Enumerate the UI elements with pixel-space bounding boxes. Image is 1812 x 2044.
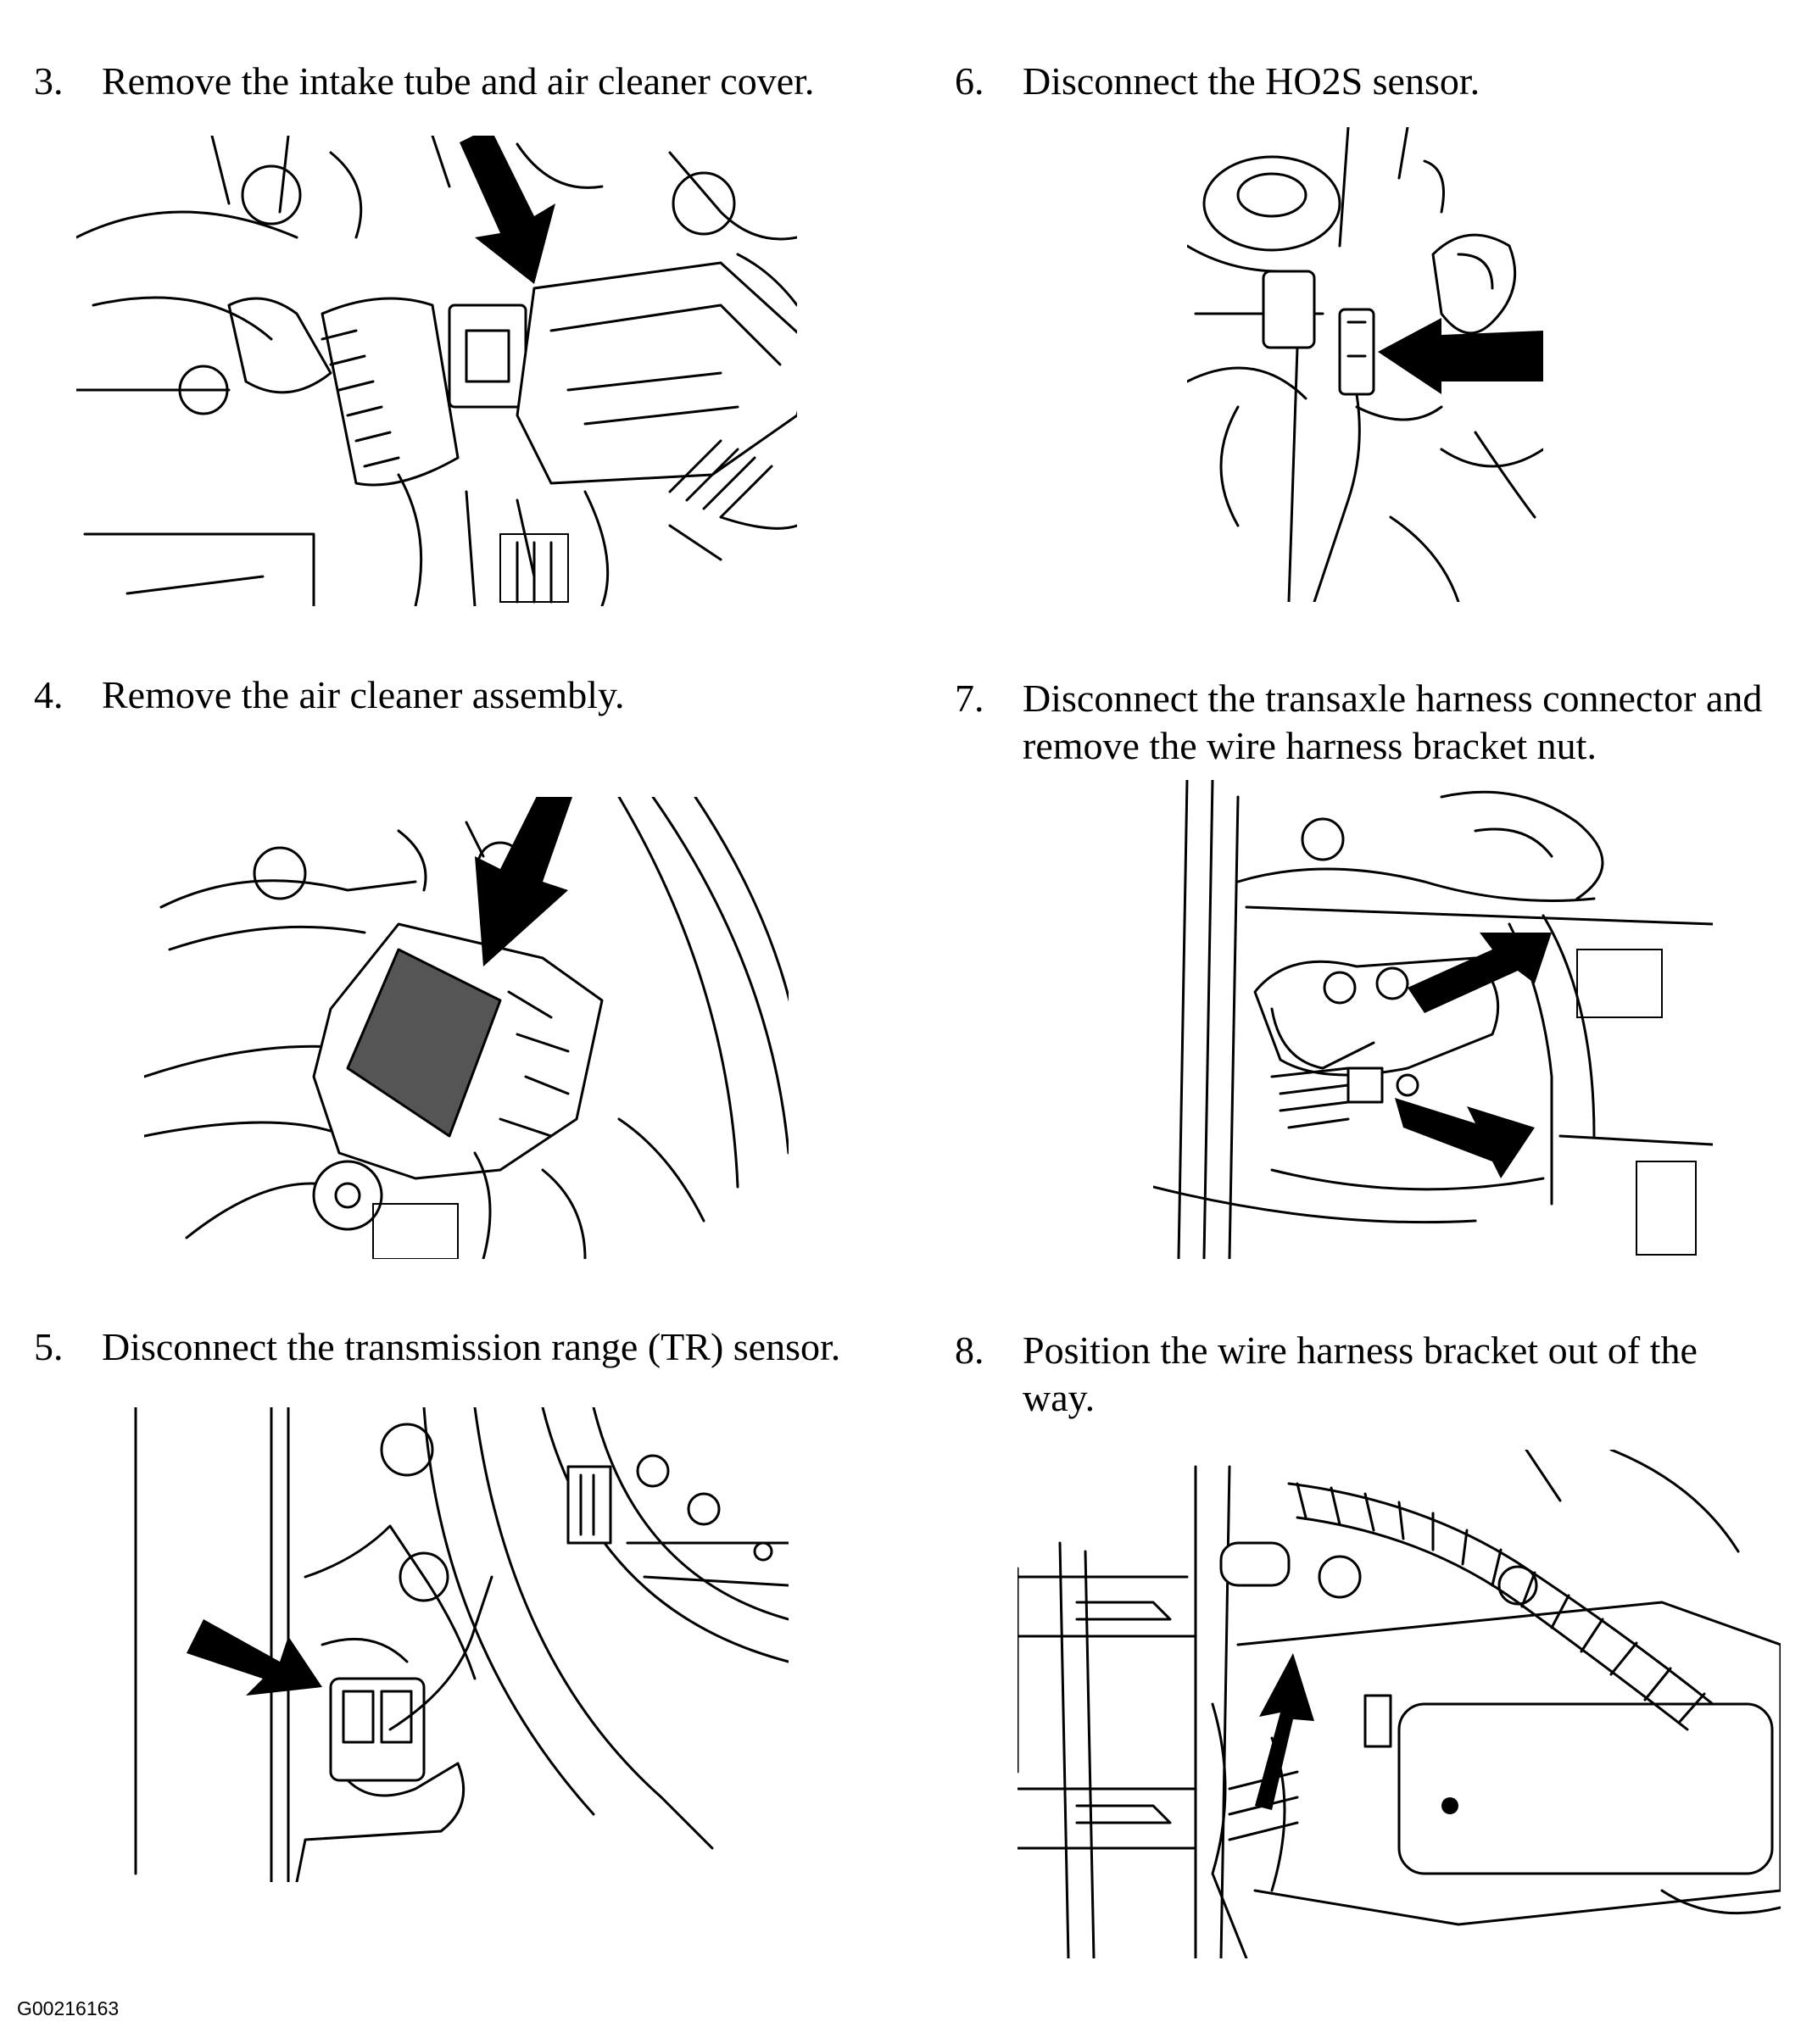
step-text: Remove the air cleaner assembly. [102, 673, 625, 716]
figure-air-cleaner-assembly [144, 797, 789, 1259]
step-number: 7. [955, 677, 984, 720]
figure-wire-harness-bracket [1018, 1450, 1781, 1958]
figure-tr-sensor [119, 1407, 789, 1882]
step-number: 3. [34, 59, 64, 103]
step-number: 4. [34, 673, 64, 716]
figure-intake-tube-air-cleaner-cover [76, 136, 797, 606]
step-text: Disconnect the transmission range (TR) s… [102, 1325, 841, 1368]
step-number: 8. [955, 1328, 984, 1372]
step-text: Remove the intake tube and air cleaner c… [102, 59, 815, 103]
step-text-line-1: Disconnect the transaxle harness connect… [1023, 677, 1763, 720]
figure-transaxle-harness-connector [1153, 780, 1713, 1259]
step-text-line-2: remove the wire harness bracket nut. [1023, 724, 1597, 767]
figure-ho2s-sensor [1187, 127, 1543, 602]
step-text-line-1: Position the wire harness bracket out of… [1023, 1328, 1698, 1372]
step-number: 5. [34, 1325, 64, 1368]
step-text: Disconnect the HO2S sensor. [1023, 59, 1480, 103]
document-id: G00216163 [17, 1997, 120, 2019]
step-text-line-2: way. [1023, 1376, 1096, 1419]
step-number: 6. [955, 59, 984, 103]
